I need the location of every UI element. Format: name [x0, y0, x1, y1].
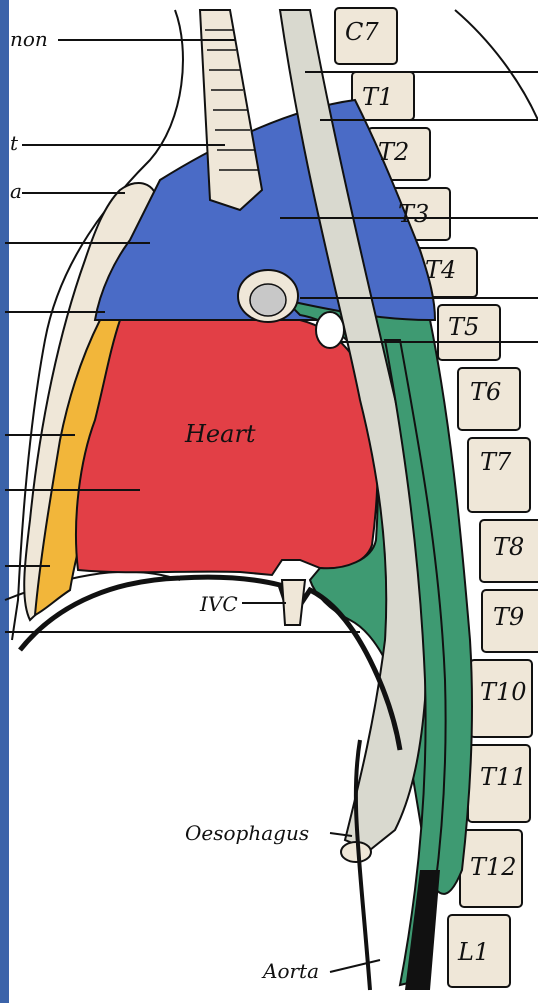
aorta-label: Aorta — [261, 959, 319, 983]
cut-label-3: a — [10, 179, 22, 203]
vertebra-label-t11: T11 — [480, 763, 527, 791]
frame-bar — [0, 0, 9, 1003]
back-outline — [455, 10, 538, 120]
vertebra-label-l1: L1 — [457, 938, 489, 966]
aortic-lumen — [250, 284, 286, 316]
aorta-pointer — [330, 960, 380, 972]
vertebra-label-t1: T1 — [362, 83, 393, 111]
vertebra-label-t9: T9 — [493, 603, 524, 631]
ivc-label: IVC — [199, 592, 238, 616]
vertebra-label-t8: T8 — [493, 533, 524, 561]
vertebra-label-t10: T10 — [480, 678, 527, 706]
oesophagus-label: Oesophagus — [185, 821, 309, 845]
vertebra-label-t5: T5 — [448, 313, 479, 341]
vertebra-label-t2: T2 — [378, 138, 409, 166]
vertebra-label-c7: C7 — [345, 18, 379, 46]
heart-label: Heart — [184, 420, 256, 448]
bronchus-section — [316, 312, 344, 348]
vertebra-label-t3: T3 — [398, 200, 429, 228]
oesophagus-cut-end — [341, 842, 371, 862]
vertebra-label-t6: T6 — [470, 378, 501, 406]
vertebra-label-t7: T7 — [480, 448, 512, 476]
cut-label-1: non — [10, 27, 48, 51]
vertebra-label-t4: T4 — [425, 256, 456, 284]
cut-label-2: t — [10, 131, 19, 155]
vertebra-label-t12: T12 — [470, 853, 517, 881]
